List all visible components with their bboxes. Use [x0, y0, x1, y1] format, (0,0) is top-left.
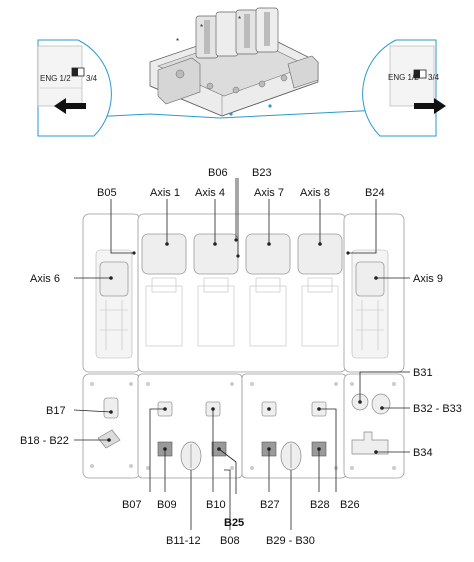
callout-left-eng-3-4-label: 3/4 [86, 74, 98, 83]
label-b18-b22: B18 - B22 [20, 435, 69, 447]
leader-lines [73, 178, 410, 530]
svg-text:*: * [200, 23, 203, 32]
callout-right-eng-label: ENG 1/2 [388, 73, 419, 82]
label-b08: B08 [220, 535, 240, 547]
label-b07: B07 [122, 499, 142, 511]
label-b27: B27 [260, 499, 280, 511]
label-b25: B25 [224, 517, 244, 529]
svg-text:*: * [176, 37, 179, 46]
label-axis6: Axis 6 [30, 273, 60, 285]
label-b17: B17 [46, 405, 66, 417]
label-b10: B10 [206, 499, 226, 511]
label-b23: B23 [252, 167, 272, 179]
label-axis7: Axis 7 [254, 187, 284, 199]
label-axis9: Axis 9 [413, 273, 443, 285]
label-b26: B26 [340, 499, 360, 511]
arrow-right-icon [414, 98, 446, 114]
throttle-top-view [82, 213, 405, 479]
label-b06: B06 [208, 167, 228, 179]
label-b31: B31 [413, 367, 433, 379]
label-axis1: Axis 1 [150, 187, 180, 199]
callout-left: ENG 1/2 3/4 [37, 39, 112, 137]
label-b05: B05 [97, 187, 117, 199]
label-b32-b33: B32 - B33 [413, 403, 462, 415]
svg-text:*: * [238, 15, 241, 24]
callout-right-eng-3-4-label: 3/4 [428, 73, 440, 82]
top-illustration: * * * [69, 7, 381, 119]
callout-labels: B05 Axis 1 Axis 4 B06 B23 Axis 7 Axis 8 … [20, 167, 462, 547]
label-b09: B09 [157, 499, 177, 511]
callout-right: ENG 1/2 3/4 [362, 39, 446, 137]
label-axis4: Axis 4 [195, 187, 225, 199]
label-b11-12: B11-12 [166, 535, 201, 547]
label-b34: B34 [413, 447, 433, 459]
label-b29-b30: B29 - B30 [266, 535, 315, 547]
arrow-left-icon [54, 98, 86, 114]
label-axis8: Axis 8 [300, 187, 330, 199]
label-b24: B24 [365, 187, 385, 199]
callout-left-eng-label: ENG 1/2 [40, 74, 71, 83]
label-b28: B28 [310, 499, 330, 511]
